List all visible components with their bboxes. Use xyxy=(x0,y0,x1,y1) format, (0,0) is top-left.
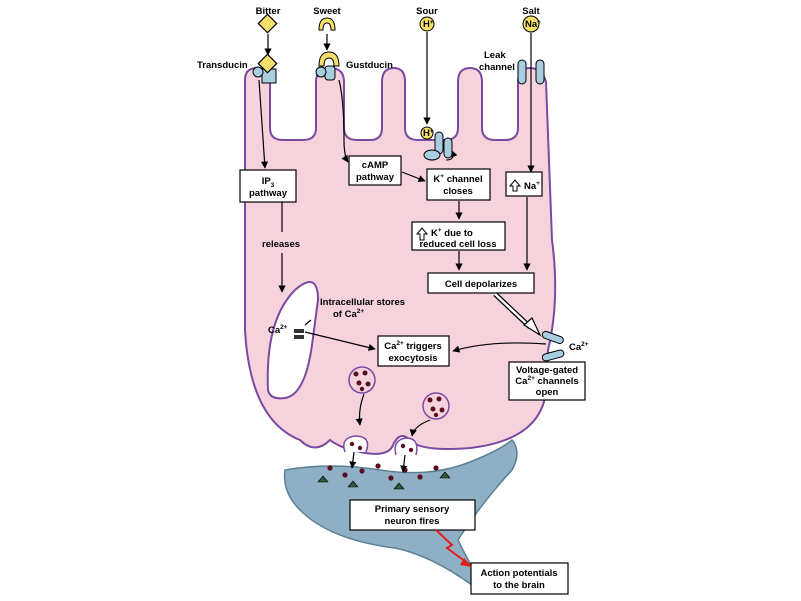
svg-text:pathway: pathway xyxy=(356,172,395,183)
svg-text:cAMP: cAMP xyxy=(362,160,389,171)
svg-text:IP3: IP3 xyxy=(262,176,275,189)
depolarize-arrow xyxy=(493,292,542,337)
box-k-channel-closes: K+ channel closes xyxy=(426,168,491,201)
svg-text:reduced cell loss: reduced cell loss xyxy=(419,239,496,250)
svg-text:pathway: pathway xyxy=(249,188,288,199)
intracellular-store xyxy=(266,281,320,400)
label-leak-2: channel xyxy=(479,62,515,73)
box-ip3-pathway: IP3 pathway xyxy=(239,169,297,203)
label-stores-1: Intracellular stores xyxy=(320,297,405,308)
leak-channel-icon xyxy=(517,59,545,85)
svg-text:neuron fires: neuron fires xyxy=(385,516,440,527)
svg-text:K+ due to: K+ due to xyxy=(431,227,473,239)
svg-text:to the brain: to the brain xyxy=(493,580,545,591)
box-na-influx: Na+ xyxy=(505,171,543,197)
neuron-receptors xyxy=(317,471,451,490)
sour-h-ion-icon xyxy=(419,16,435,32)
gustducin-receptor-icon xyxy=(315,51,340,81)
svg-text:Ca2+ channels: Ca2+ channels xyxy=(515,375,578,387)
box-voltage-gated-open: Voltage-gated Ca2+ channels open xyxy=(508,361,586,401)
label-gustducin: Gustducin xyxy=(346,60,393,71)
pathway-arrows xyxy=(258,79,547,473)
svg-text:Primary sensory: Primary sensory xyxy=(375,504,450,515)
exocytosis-pocket-left xyxy=(343,435,369,453)
svg-text:Voltage-gated: Voltage-gated xyxy=(516,365,578,376)
sour-k-channel-icon xyxy=(420,126,458,161)
salt-na-ion-icon xyxy=(522,15,540,33)
svg-text:exocytosis: exocytosis xyxy=(388,353,437,364)
label-releases: releases xyxy=(262,239,300,250)
bitter-molecule-icon xyxy=(257,13,278,34)
label-salt: Salt xyxy=(522,6,540,17)
sweet-molecule-icon xyxy=(318,17,336,31)
label-sweet: Sweet xyxy=(313,6,341,17)
label-sour: Sour xyxy=(416,6,438,17)
up-arrow-icon xyxy=(508,179,522,192)
svg-text:Ca2+: Ca2+ xyxy=(569,341,589,353)
svg-text:H+: H+ xyxy=(423,19,434,30)
box-camp-pathway: cAMP pathway xyxy=(348,155,402,186)
exocytosis-pocket-right xyxy=(394,437,418,456)
up-arrow-icon-k xyxy=(415,227,429,241)
svg-text:Ca2+ triggers: Ca2+ triggers xyxy=(384,340,442,352)
svg-text:Na+: Na+ xyxy=(524,180,540,192)
svg-text:Action potentials: Action potentials xyxy=(480,568,557,579)
label-stores-2: of Ca2+ xyxy=(333,308,364,320)
svg-text:H+: H+ xyxy=(423,128,434,139)
box-cell-depolarizes: Cell depolarizes xyxy=(427,272,535,294)
label-leak-1: Leak xyxy=(484,50,506,61)
transducin-receptor-icon xyxy=(252,53,278,84)
vesicle-right xyxy=(422,392,450,420)
box-action-potentials: Action potentials to the brain xyxy=(470,562,569,595)
action-potential-bolt-icon xyxy=(435,529,471,566)
vesicle-left xyxy=(348,366,376,394)
label-transducin: Transducin xyxy=(197,60,248,71)
svg-text:Cell depolarizes: Cell depolarizes xyxy=(445,279,517,290)
svg-text:closes: closes xyxy=(443,186,473,197)
voltage-gated-channel-icon xyxy=(541,330,565,362)
svg-text:Ca2+: Ca2+ xyxy=(268,324,288,336)
svg-text:Na+: Na+ xyxy=(525,19,541,30)
svg-text:open: open xyxy=(536,387,559,398)
svg-text:K+ channel: K+ channel xyxy=(433,173,482,185)
ca-store-channel-icon xyxy=(294,329,304,339)
label-bitter: Bitter xyxy=(256,6,281,17)
box-k-reduced-loss: K+ due to reduced cell loss xyxy=(411,221,506,251)
box-ca-triggers-exocytosis: Ca2+ triggers exocytosis xyxy=(377,335,450,367)
box-sensory-neuron-fires: Primary sensory neuron fires xyxy=(349,499,476,531)
